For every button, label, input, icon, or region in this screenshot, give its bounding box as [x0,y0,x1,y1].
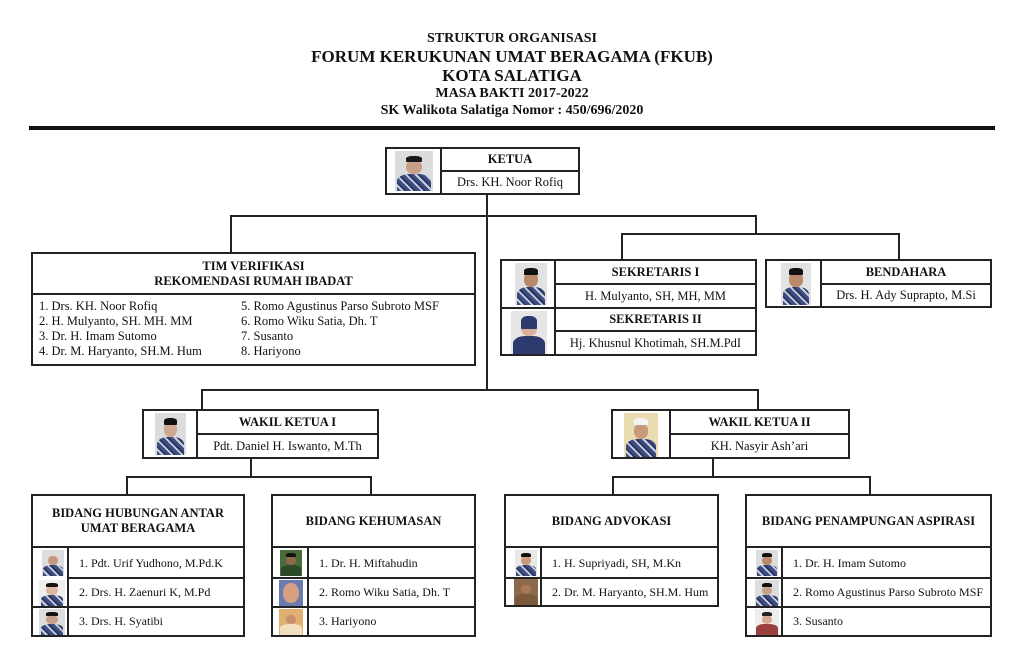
member-photo [514,579,538,605]
list-item: 6. Romo Wiku Satia, Dh. T [241,314,378,328]
bidang-penampungan-title: BIDANG PENAMPUNGAN ASPIRASI [761,513,976,528]
member-name: 1. H. Supriyadi, SH, M.Kn [552,555,682,570]
wakil1-name: Pdt. Daniel H. Iswanto, M.Th [213,438,362,453]
connector [869,476,871,495]
sekretaris1-title: SEKRETARIS I [611,264,700,279]
sekretaris2-photo [511,311,547,354]
list-item: 8. Hariyono [241,344,301,358]
member-photo [756,550,778,576]
wakil1-photo [155,413,186,455]
connector [201,389,203,410]
header-line-2: FORUM KERUKUNAN UMAT BERAGAMA (FKUB) [311,47,713,66]
connector [621,233,623,260]
sekretaris2-title: SEKRETARIS II [609,312,702,326]
connector [612,476,871,478]
tim-verifikasi-list-right: 5. Romo Agustinus Parso Subroto MSF 6. R… [241,299,439,359]
wakil2-name: KH. Nasyir Ash’ari [710,438,809,453]
ketua-photo [395,151,433,191]
connector [126,476,128,495]
member-name: 1. Pdt. Urif Yudhono, M.Pd.K [79,555,223,570]
member-photo [39,609,65,635]
member-photo [755,609,779,635]
bidang-hubungan-box: BIDANG HUBUNGAN ANTAR UMAT BERAGAMA 1. P… [31,494,245,637]
header-line-3: KOTA SALATIGA [442,66,582,85]
connector [230,215,757,217]
connector [612,476,614,495]
bendahara-box: BENDAHARA Drs. H. Ady Suprapto, M.Si [765,259,992,308]
bidang-kehumasan-box: BIDANG KEHUMASAN 1. Dr. H. Miftahudin 2.… [271,494,476,637]
member-name: 2. Romo Wiku Satia, Dh. T [319,584,451,599]
member-name: 3. Susanto [793,613,844,628]
wakil2-photo [624,413,658,457]
connector [898,233,900,260]
list-item: 4. Dr. M. Haryanto, SH.M. Hum [39,344,202,358]
member-name: 2. Drs. H. Zaenuri K, M.Pd [79,584,211,599]
member-photo [42,550,64,576]
member-name: 1. Dr. H. Imam Sutomo [793,555,906,570]
tim-verifikasi-title: TIM VERIFIKASI [202,258,305,273]
bidang-advokasi-title: BIDANG ADVOKASI [551,513,672,528]
ketua-title: KETUA [487,152,533,166]
connector [370,476,372,495]
connector [755,215,757,234]
tim-verifikasi-subtitle: REKOMENDASI RUMAH IBADAT [154,273,353,288]
sekretaris1-photo [515,263,547,305]
bidang-hubungan-title: BIDANG HUBUNGAN ANTAR [51,506,224,520]
document-header: STRUKTUR ORGANISASI FORUM KERUKUNAN UMAT… [0,30,1024,119]
member-name: 2. Dr. M. Haryanto, SH.M. Hum [552,584,709,599]
member-name: 3. Drs. H. Syatibi [79,613,163,628]
bendahara-name: Drs. H. Ady Suprapto, M.Si [836,288,976,302]
list-item: 7. Susanto [241,329,294,343]
tim-verifikasi-list-left: 1. Drs. KH. Noor Rofiq 2. H. Mulyanto, S… [39,299,202,359]
sekretaris1-name: H. Mulyanto, SH, MH, MM [585,288,726,303]
connector [621,233,900,235]
bidang-advokasi-box: BIDANG ADVOKASI 1. H. Supriyadi, SH, M.K… [504,494,719,607]
connector [712,458,714,477]
member-photo [279,580,303,606]
wakil-ketua-1-box: WAKIL KETUA I Pdt. Daniel H. Iswanto, M.… [142,409,379,459]
bendahara-title: BENDAHARA [865,264,947,279]
list-item: 5. Romo Agustinus Parso Subroto MSF [241,299,439,313]
bidang-penampungan-box: BIDANG PENAMPUNGAN ASPIRASI 1. Dr. H. Im… [745,494,992,637]
sekretaris-box: SEKRETARIS I H. Mulyanto, SH, MH, MM SEK… [500,259,757,356]
sekretaris2-name: Hj. Khusnul Khotimah, SH.M.PdI [569,335,742,350]
member-photo [515,550,537,576]
connector [201,389,759,391]
list-item: 2. H. Mulyanto, SH. MH. MM [39,314,193,328]
bidang-kehumasan-title: BIDANG KEHUMASAN [305,513,442,528]
list-item: 3. Dr. H. Imam Sutomo [39,329,157,343]
header-line-4: MASA BAKTI 2017-2022 [435,86,589,101]
list-item: 1. Drs. KH. Noor Rofiq [39,299,158,313]
bidang-hubungan-subtitle: UMAT BERAGAMA [80,521,196,535]
connector [486,194,488,390]
connector [230,215,232,253]
member-name: 1. Dr. H. Miftahudin [319,555,418,570]
tim-verifikasi-box: TIM VERIFIKASI REKOMENDASI RUMAH IBADAT … [31,252,476,366]
ketua-name: Drs. KH. Noor Rofiq [457,175,563,189]
wakil2-title: WAKIL KETUA II [708,414,811,429]
ketua-box: KETUA Drs. KH. Noor Rofiq [385,147,580,195]
member-photo [755,580,779,606]
connector [126,476,372,478]
member-name: 3. Hariyono [319,613,377,628]
connector [250,458,252,477]
wakil1-title: WAKIL KETUA I [238,414,337,429]
member-photo [279,609,303,635]
header-line-5: SK Walikota Salatiga Nomor : 450/696/202… [380,103,644,118]
member-name: 2. Romo Agustinus Parso Subroto MSF [793,584,984,599]
member-photo [280,550,302,576]
member-photo [39,580,65,606]
connector [757,389,759,410]
header-rule [29,126,995,130]
header-line-1: STRUKTUR ORGANISASI [427,31,597,46]
bendahara-photo [781,263,811,305]
wakil-ketua-2-box: WAKIL KETUA II KH. Nasyir Ash’ari [611,409,850,459]
